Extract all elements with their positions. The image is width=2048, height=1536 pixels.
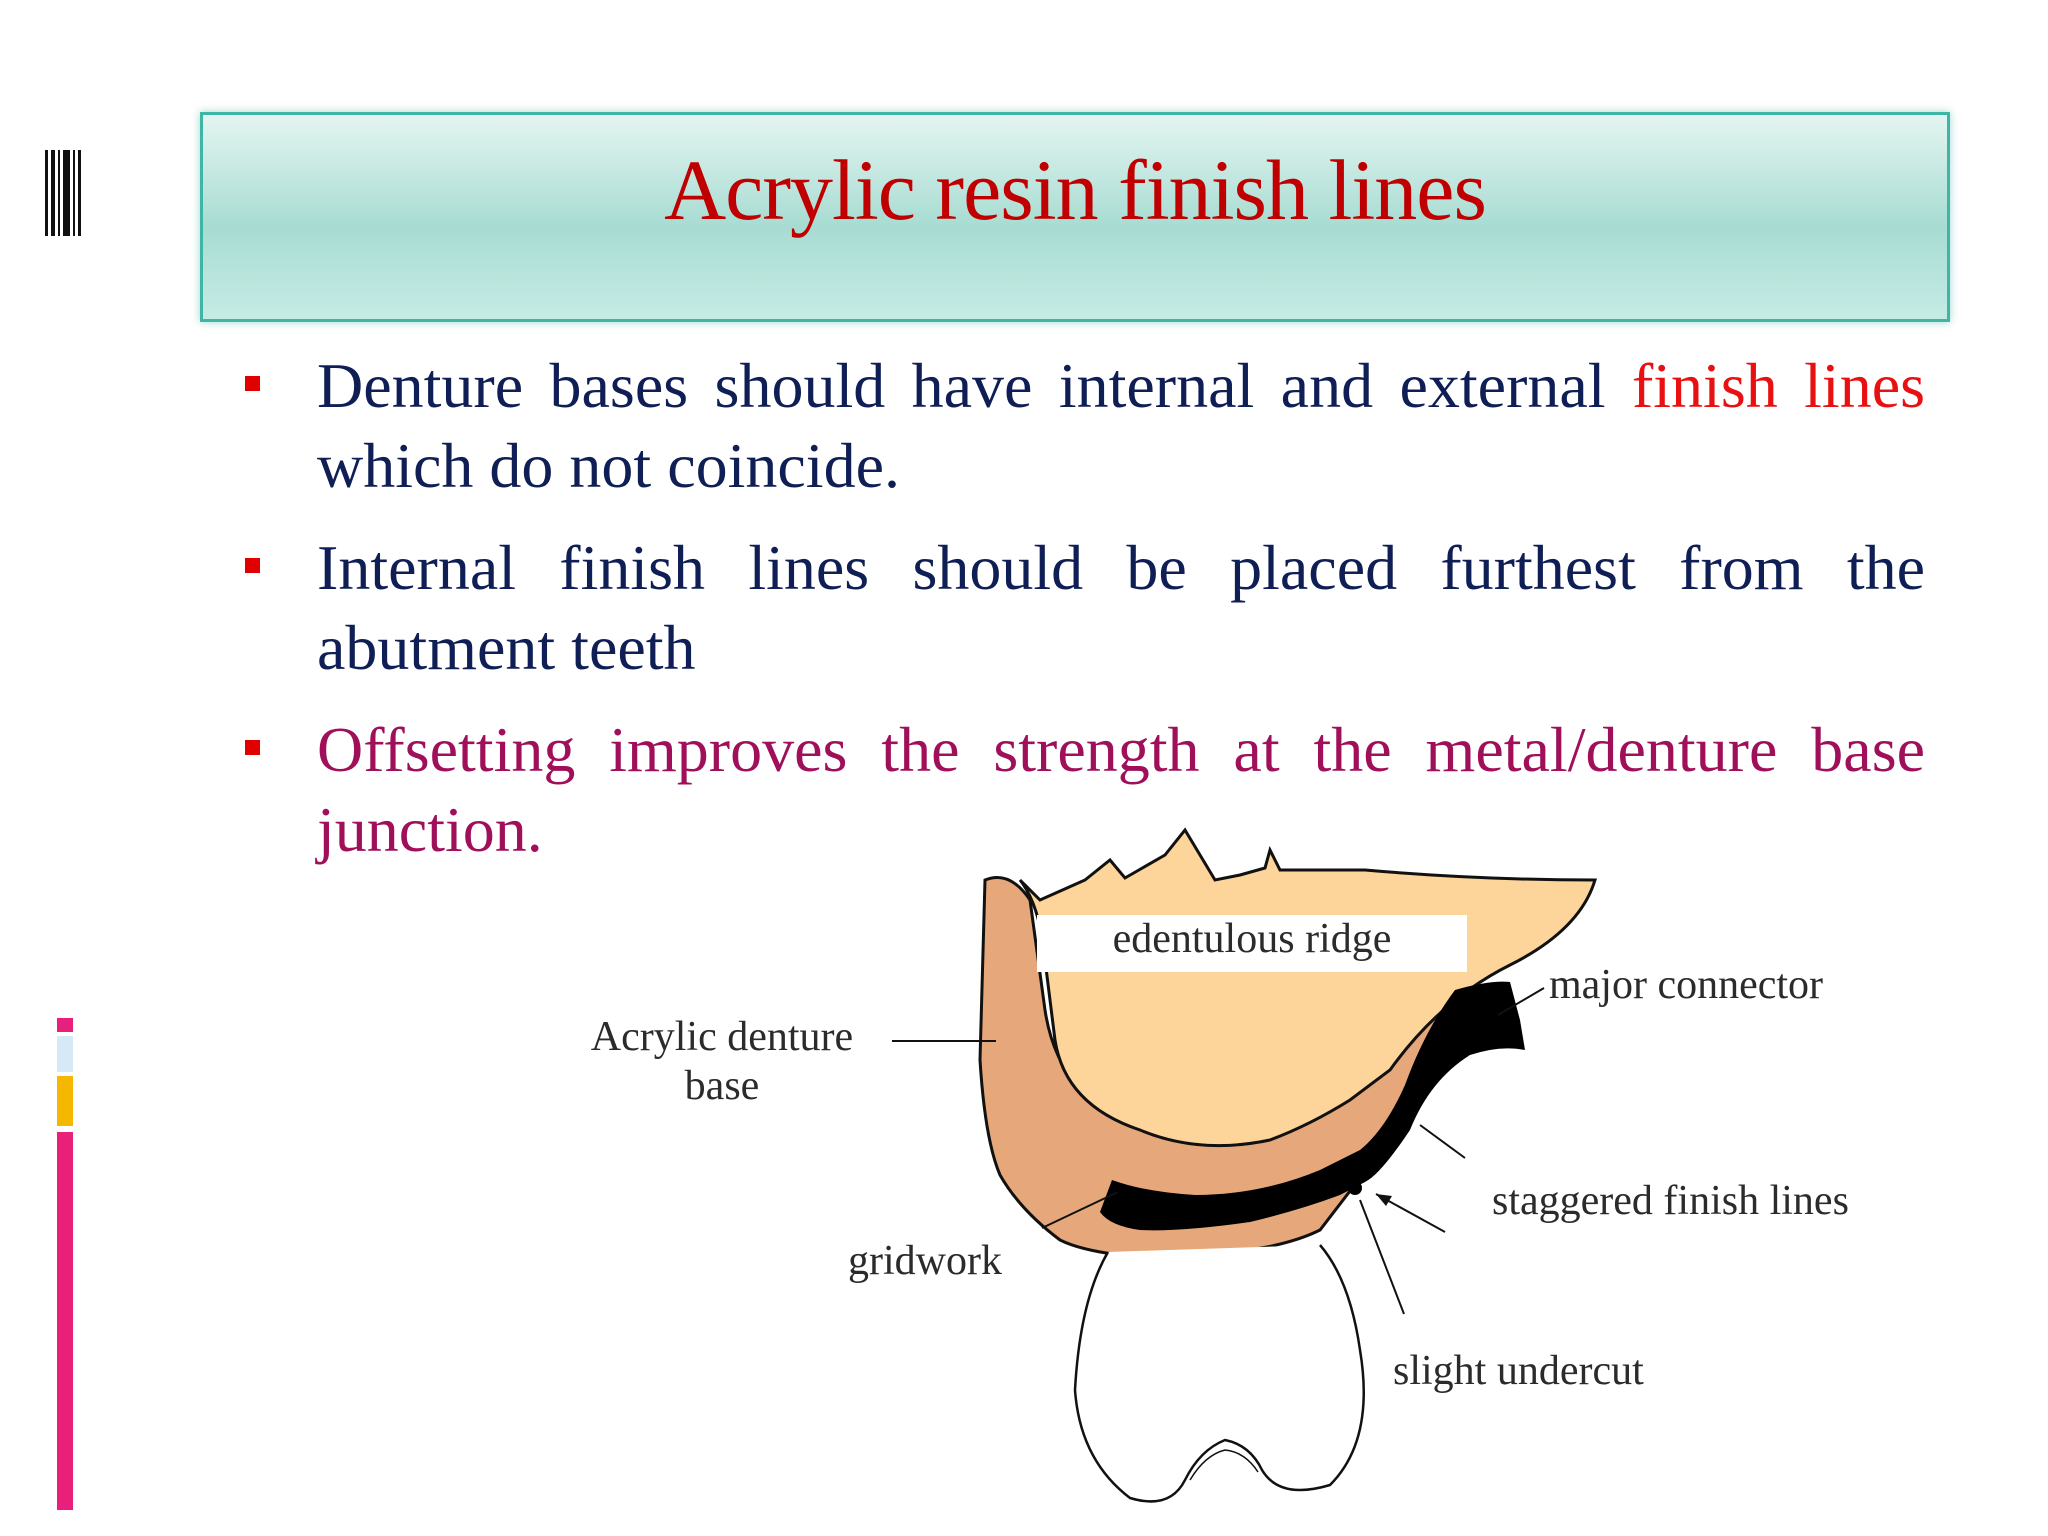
label-staggered-finish-lines: staggered finish lines [1492,1178,1849,1224]
label-major-connector: major connector [1549,962,1823,1008]
label-edentulous-ridge: edentulous ridge [1113,916,1392,962]
arrowhead-icon [1376,1194,1392,1206]
accent-bar-pink-top [57,1018,73,1032]
bullet-item-2: Internal finish lines should be placed f… [245,528,1925,688]
finish-line-dot [1348,1181,1362,1195]
bullet-list: Denture bases should have internal and e… [245,346,1925,892]
tooth-crown-detail [1189,1449,1259,1481]
major-connector-shape [1100,981,1525,1231]
slide-title: Acrylic resin finish lines [664,142,1487,238]
label-gridwork: gridwork [848,1238,1002,1284]
accent-bar-light-blue [57,1036,73,1072]
bullet-square-icon [245,740,260,755]
label-acrylic-base-line1: Acrylic denture [591,1014,853,1060]
leader-major-connector [1497,987,1545,1016]
abutment-tooth-shape [1073,1244,1365,1503]
leader-undercut [1359,1199,1405,1315]
label-slight-undercut: slight undercut [1393,1348,1644,1394]
leader-gridwork [1041,1191,1119,1229]
bullet-2-text: Internal finish lines should be placed f… [317,532,1925,683]
denture-diagram: edentulous ridge major connector Acrylic… [591,827,1849,1503]
bullet-item-3: Offsetting improves the strength at the … [245,710,1925,870]
bullet-1-text-a: Denture bases should have internal and e… [317,350,1606,421]
leader-staggered-1 [1419,1124,1466,1159]
title-banner: Acrylic resin finish lines [200,112,1950,322]
bullet-square-icon [245,376,260,391]
bullet-square-icon [245,558,260,573]
bullet-item-1: Denture bases should have internal and e… [245,346,1925,506]
accent-bar-orange [57,1076,73,1126]
edentulous-ridge-shape [1018,827,1598,1148]
stripes-icon [45,150,81,236]
label-acrylic-base-line2: base [685,1063,760,1109]
bullet-1-text-b: which do not coincide. [317,430,900,501]
bullet-3-text: Offsetting improves the strength at the … [317,714,1925,865]
accent-bar-pink [57,1132,73,1510]
bullet-1-highlight: finish lines [1631,350,1925,421]
ridge-label-box [1037,915,1467,972]
